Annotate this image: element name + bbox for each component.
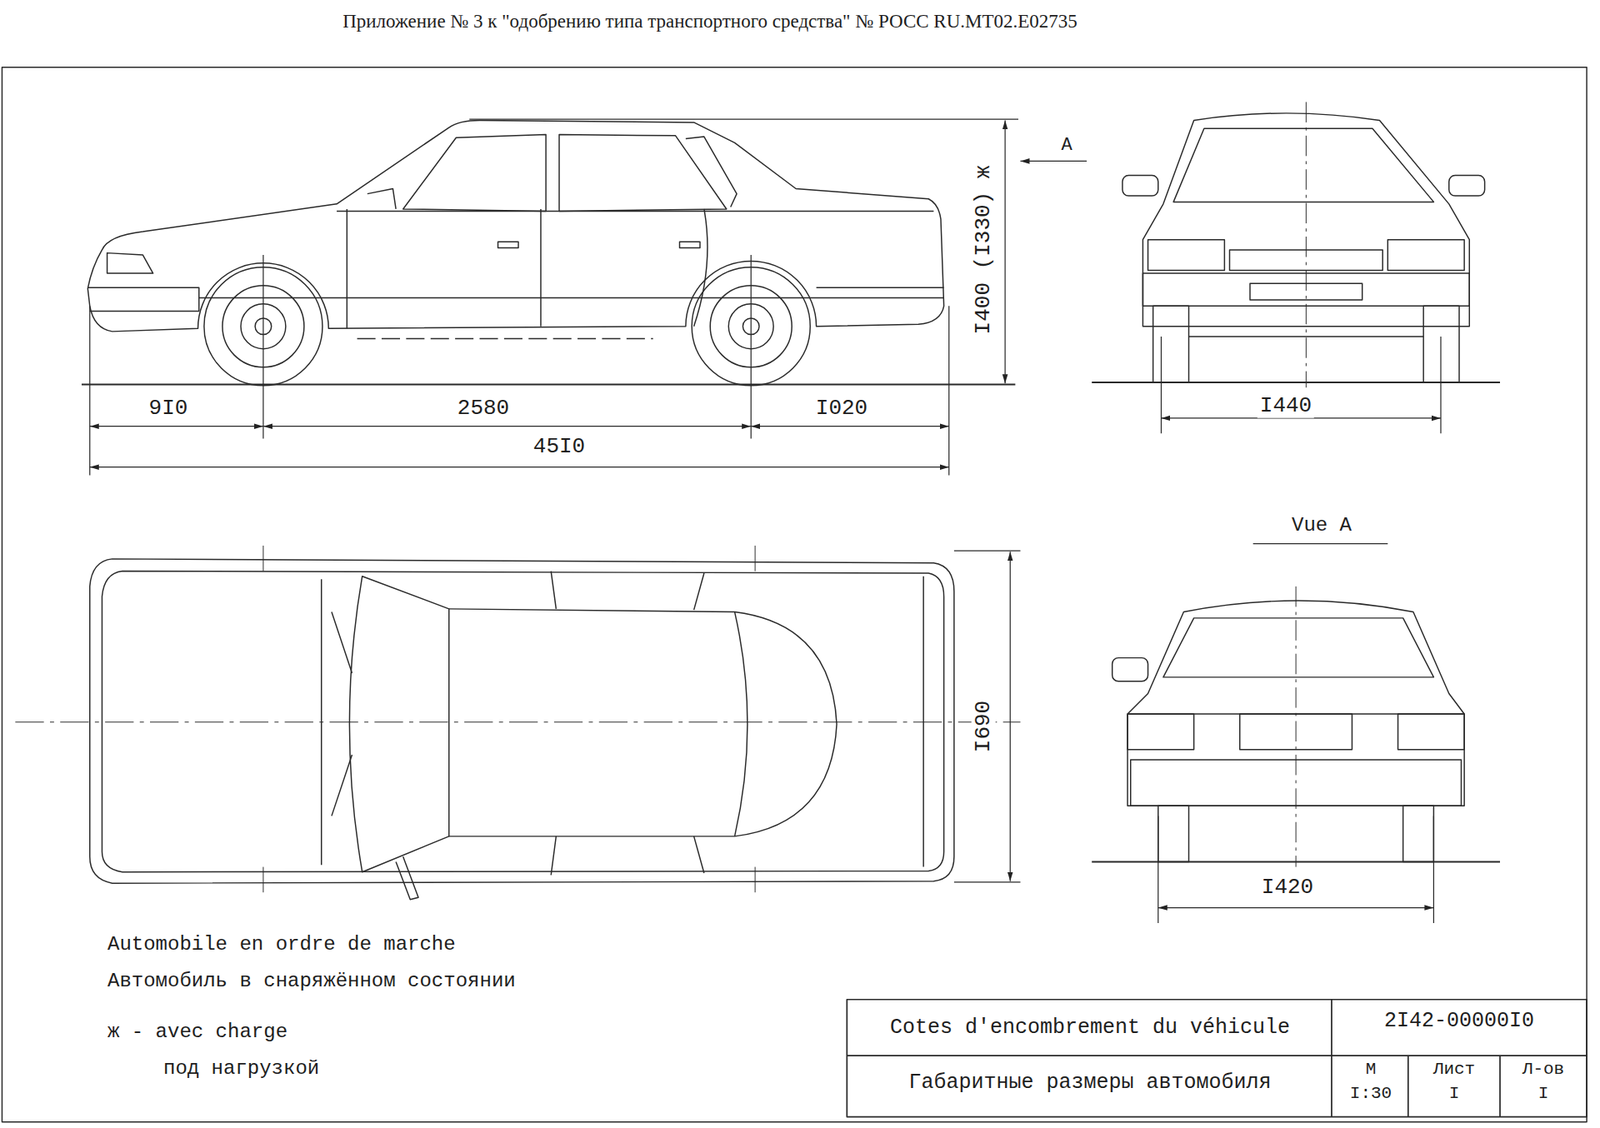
sheet-frame	[1, 67, 1587, 1123]
dimension-value: 2580	[455, 396, 512, 421]
table-cell: Л-ов	[1520, 1060, 1567, 1080]
front-view	[1122, 101, 1485, 388]
dimension-value: 45I0	[530, 435, 588, 460]
table-cell: Cotes d'encombrement du véhicule	[887, 1016, 1293, 1040]
side-view	[87, 120, 944, 385]
table-cell: I:30	[1347, 1084, 1395, 1104]
side-dimensions	[81, 119, 1087, 475]
table-cell: Лист	[1430, 1060, 1478, 1080]
dimension-value: I420	[1259, 875, 1316, 900]
dimension-value: I400 (I330) ж	[971, 163, 996, 338]
view-title: Vue A	[1289, 515, 1355, 537]
table-cell: I	[1446, 1084, 1463, 1104]
view-marker: A	[1058, 135, 1075, 156]
dimension-value: I440	[1257, 394, 1315, 419]
top-view	[90, 559, 955, 900]
note-text: Автомобиль в снаряжённом состоянии	[105, 970, 519, 993]
front-dimensions	[1091, 336, 1500, 545]
table-cell: I	[1535, 1084, 1552, 1104]
table-cell: 2I42-00000I0	[1381, 1010, 1537, 1034]
top-dimensions	[15, 545, 1020, 893]
note-text: Automobile en ordre de marche	[105, 934, 459, 956]
note-text: под нагрузкой	[160, 1058, 322, 1080]
note-text: ж - avec charge	[105, 1021, 290, 1044]
rear-dimensions	[1091, 815, 1500, 924]
dimension-value: 9I0	[146, 396, 191, 421]
table-cell: М	[1363, 1060, 1380, 1080]
table-cell: Габаритные размеры автомобиля	[905, 1071, 1274, 1095]
sheet-header: Приложение № 3 к "одобрению типа транспо…	[340, 10, 1080, 32]
dimension-value: I020	[813, 396, 870, 421]
title-block	[846, 1000, 1587, 1118]
rear-view	[1112, 586, 1465, 868]
dimension-value: I690	[971, 698, 996, 755]
